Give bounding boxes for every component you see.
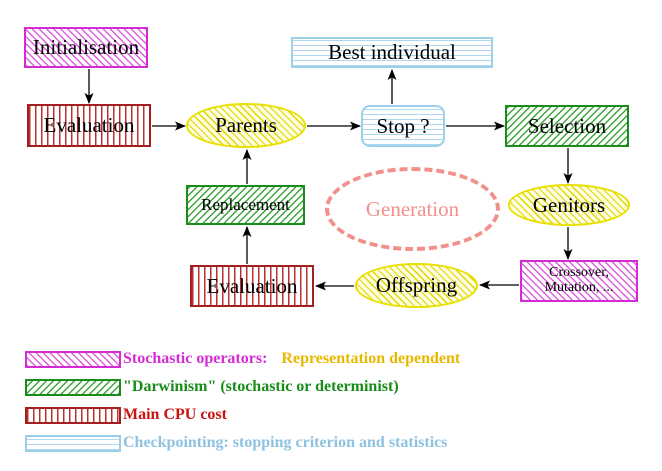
node-label-parents: Parents [215,113,277,138]
legend-row-cpu-cost: Main CPU cost [0,403,662,429]
node-label-crossover-mutation: Crossover, Mutation, ... [544,265,614,295]
node-label-selection: Selection [527,113,607,138]
legend-swatch-blue [25,435,121,452]
node-genitors[interactable]: Genitors [508,184,630,226]
node-evaluation-top[interactable]: Evaluation [27,104,151,147]
legend-label-representation-dependent: Representation dependent [281,350,461,367]
legend-label-checkpointing: Checkpointing: stopping criterion and st… [123,434,448,451]
legend-swatch-magenta [25,351,121,368]
node-label-evaluation-top: Evaluation [43,113,135,138]
generation-marker-label: Generation [365,196,460,221]
legend-label-darwinism: "Darwinism" (stochastic or determinist) [123,378,399,395]
node-replacement[interactable]: Replacement [186,185,305,225]
legend: Stochastic operators: Representation depe… [0,335,662,471]
legend-row-darwinism: "Darwinism" (stochastic or determinist) [0,375,662,401]
legend-row-checkpointing: Checkpointing: stopping criterion and st… [0,431,662,457]
legend-label-stochastic-operators: Stochastic operators: [123,350,268,367]
node-label-initialisation: Initialisation [32,35,140,60]
legend-row-stochastic: Stochastic operators: Representation depe… [0,347,662,373]
legend-swatch-red [25,407,121,424]
node-stop[interactable]: Stop ? [361,105,445,147]
node-selection[interactable]: Selection [505,105,629,147]
node-initialisation[interactable]: Initialisation [24,27,148,68]
generation-marker: Generation [325,167,500,251]
node-offspring[interactable]: Offspring [355,263,478,308]
node-label-replacement: Replacement [201,195,290,215]
node-label-stop: Stop ? [376,113,430,138]
node-crossover-mutation[interactable]: Crossover, Mutation, ... [520,260,638,302]
node-best-individual[interactable]: Best individual [291,37,493,68]
node-label-best-individual: Best individual [328,40,456,65]
legend-text-stochastic: Stochastic operators: Representation depe… [123,347,460,371]
legend-label-main-cpu-cost: Main CPU cost [123,406,227,423]
legend-swatch-green [25,379,121,396]
node-label-genitors: Genitors [532,192,606,217]
node-parents[interactable]: Parents [186,103,306,148]
node-evaluation-bottom[interactable]: Evaluation [190,265,314,307]
node-label-evaluation-bottom: Evaluation [206,273,298,298]
node-label-offspring: Offspring [375,273,458,298]
